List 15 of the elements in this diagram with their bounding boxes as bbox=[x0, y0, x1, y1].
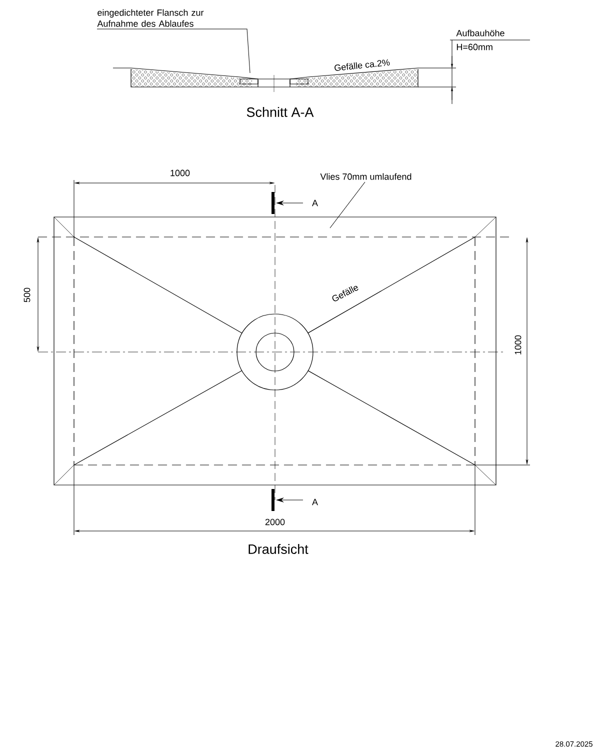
section-letter: A bbox=[312, 498, 318, 506]
leader-line bbox=[96, 28, 250, 74]
dimension-label: 2000 bbox=[265, 518, 285, 526]
height-label: Aufbauhöhe bbox=[456, 30, 504, 36]
slope-label: Gefälle ca.2% bbox=[334, 59, 390, 71]
height-label: H=60mm bbox=[456, 44, 492, 50]
dimension-label: 1000 bbox=[514, 335, 522, 354]
dimension-label: 1000 bbox=[170, 170, 190, 176]
leader-line bbox=[330, 182, 366, 228]
dimension-label: 500 bbox=[24, 288, 30, 302]
note-text: Vlies 70mm umlaufend bbox=[320, 173, 412, 180]
section-letter: A bbox=[312, 200, 318, 206]
view-title: Schnitt A-A bbox=[246, 107, 314, 117]
view-title: Draufsicht bbox=[248, 544, 308, 554]
note-text: eingedichteter Flansch zur Aufnahme des Ablaufes bbox=[97, 9, 204, 27]
